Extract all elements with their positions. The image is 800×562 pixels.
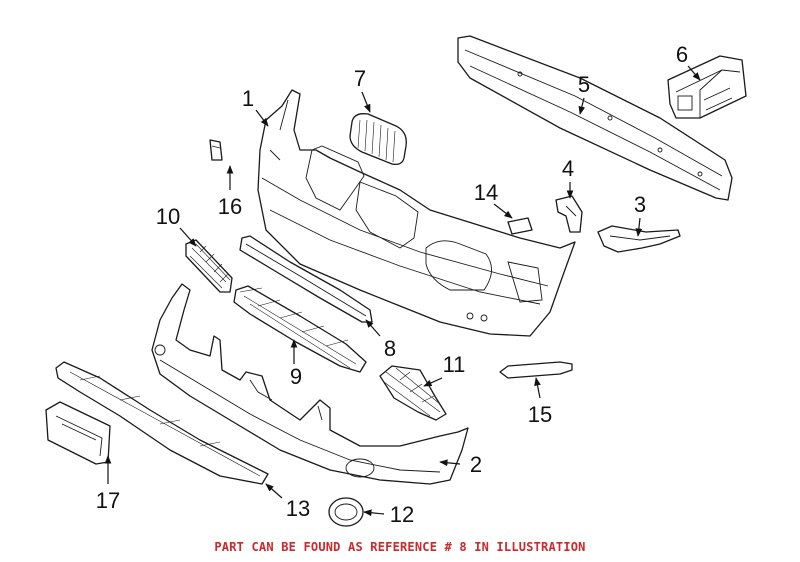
callout-13[interactable]: 13 bbox=[286, 496, 310, 521]
callout-10[interactable]: 10 bbox=[156, 204, 180, 229]
part-16-clip[interactable] bbox=[209, 139, 223, 161]
part-2-lower-bumper-cover[interactable] bbox=[151, 283, 469, 485]
part-13-lower-spoiler[interactable] bbox=[55, 361, 269, 485]
callout-17[interactable]: 17 bbox=[96, 488, 120, 513]
reference-caption: PART CAN BE FOUND AS REFERENCE # 8 IN IL… bbox=[214, 540, 586, 554]
part-14-cap[interactable] bbox=[507, 217, 533, 235]
part-3-side-bracket[interactable] bbox=[597, 225, 681, 253]
callout-12[interactable]: 12 bbox=[390, 502, 414, 527]
part-10-side-grille[interactable] bbox=[185, 239, 233, 293]
callout-5[interactable]: 5 bbox=[578, 72, 590, 97]
part-12-fog-ring[interactable] bbox=[328, 497, 364, 527]
callout-3[interactable]: 3 bbox=[634, 192, 646, 217]
callout-4[interactable]: 4 bbox=[562, 156, 574, 181]
callout-7[interactable]: 7 bbox=[354, 66, 366, 91]
part-1-upper-bumper-cover[interactable] bbox=[257, 89, 576, 337]
callout-2[interactable]: 2 bbox=[470, 452, 482, 477]
callout-1[interactable]: 1 bbox=[242, 86, 254, 111]
callout-labels: 1 2 3 4 5 6 7 8 9 10 11 12 13 14 15 16 1… bbox=[96, 42, 688, 527]
part-15-reflector-trim[interactable] bbox=[499, 361, 573, 379]
part-9-center-grille[interactable] bbox=[233, 285, 367, 373]
part-7-kidney-grille[interactable] bbox=[349, 113, 407, 166]
part-17-license-bracket[interactable] bbox=[45, 401, 111, 465]
callout-11[interactable]: 11 bbox=[443, 352, 466, 377]
callout-9[interactable]: 9 bbox=[290, 364, 302, 389]
leader-lines bbox=[104, 65, 701, 517]
part-11-right-grille[interactable] bbox=[379, 365, 447, 421]
part-5-reinforcement-beam[interactable] bbox=[457, 35, 733, 201]
callout-6[interactable]: 6 bbox=[676, 42, 688, 67]
callout-14[interactable]: 14 bbox=[474, 180, 498, 205]
callout-15[interactable]: 15 bbox=[528, 402, 552, 427]
part-4-bracket[interactable] bbox=[555, 195, 583, 233]
callout-8[interactable]: 8 bbox=[384, 336, 396, 361]
callout-16[interactable]: 16 bbox=[218, 194, 242, 219]
part-6-mount-bracket[interactable] bbox=[667, 55, 747, 119]
